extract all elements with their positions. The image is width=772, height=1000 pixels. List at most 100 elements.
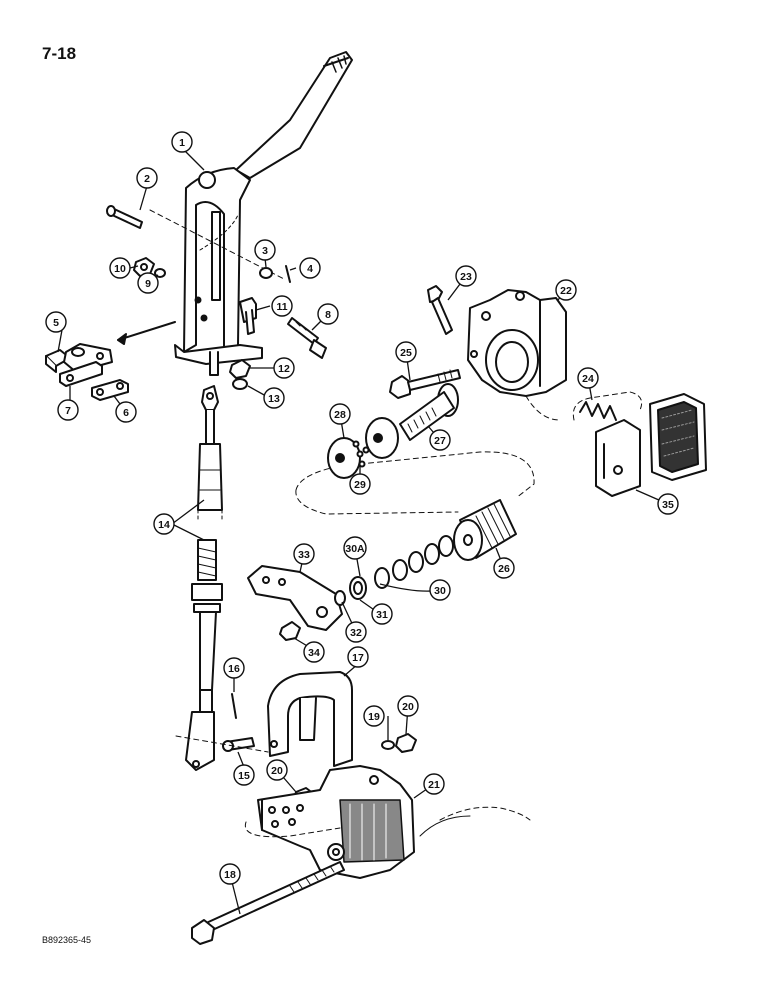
- callout-18: 18: [219, 863, 241, 885]
- callout-17: 17: [347, 646, 369, 668]
- callout-circle: [577, 367, 599, 389]
- washer-13: [232, 378, 248, 390]
- callout-28: 28: [329, 403, 351, 425]
- caliper-yoke-17: [267, 671, 353, 767]
- callout-label: 12: [278, 363, 290, 375]
- callout-label: 28: [334, 409, 346, 421]
- callout-label: 20: [402, 701, 414, 713]
- bolt-25: [389, 369, 461, 399]
- callout-15: 15: [233, 764, 255, 786]
- callout-8: 8: [317, 303, 339, 325]
- callout-4: 4: [299, 257, 321, 279]
- callout-label: 14: [158, 519, 170, 531]
- callout-label: 1: [179, 137, 185, 149]
- cotter-pin-4: [285, 265, 291, 283]
- callout-3: 3: [254, 239, 276, 261]
- brake-cable-14: [185, 385, 223, 771]
- callout-circle: [395, 341, 417, 363]
- callout-circle: [429, 579, 451, 601]
- callout-circle: [493, 557, 515, 579]
- callout-14: 14: [153, 513, 175, 535]
- shims-30: [374, 535, 454, 589]
- callout-label: 13: [268, 393, 280, 405]
- callout-circle: [363, 705, 385, 727]
- callout-circle: [345, 621, 367, 643]
- callout-label: 2: [144, 173, 150, 185]
- actuating-lever-33: [247, 565, 343, 631]
- callout-circle: [233, 764, 255, 786]
- callout-label: 30: [434, 585, 446, 597]
- callout-label: 32: [350, 627, 362, 639]
- callout-31: 31: [371, 603, 393, 625]
- callout-circle: [397, 695, 419, 717]
- callout-layer: 1234567891011121314151617181920202122232…: [45, 131, 679, 885]
- callout-6: 6: [115, 401, 137, 423]
- callout-21: 21: [423, 773, 445, 795]
- callout-35: 35: [657, 493, 679, 515]
- washer-19: [381, 740, 395, 750]
- plate-6: [91, 379, 129, 401]
- callout-label: 30A: [345, 543, 365, 555]
- callout-20a: 20: [397, 695, 419, 717]
- callout-circle: [349, 473, 371, 495]
- callout-32: 32: [345, 621, 367, 643]
- callout-circle: [423, 773, 445, 795]
- nut-20-upper: [395, 733, 417, 753]
- callout-label: 5: [53, 317, 59, 329]
- callout-circle: [555, 279, 577, 301]
- callout-circle: [303, 641, 325, 663]
- callout-label: 19: [368, 711, 380, 723]
- adjuster-26: [453, 499, 517, 561]
- callout-circle: [137, 272, 159, 294]
- callout-5: 5: [45, 311, 67, 333]
- callout-label: 8: [325, 309, 331, 321]
- callout-label: 21: [428, 779, 440, 791]
- callout-10: 10: [109, 257, 131, 279]
- washer-31: [349, 576, 367, 600]
- bolt-8: [287, 317, 327, 359]
- callout-circle: [343, 536, 367, 560]
- reference-code: B892365-45: [42, 935, 92, 945]
- callout-circle: [153, 513, 175, 535]
- callout-label: 35: [662, 499, 674, 511]
- callout-label: 25: [400, 347, 412, 359]
- clevis-pin-15: [222, 737, 255, 752]
- callout-circle: [293, 543, 315, 565]
- callout-label: 9: [145, 278, 151, 290]
- callout-label: 18: [224, 869, 236, 881]
- callout-circle: [57, 399, 79, 421]
- callout-label: 33: [298, 549, 310, 561]
- callout-2: 2: [136, 167, 158, 189]
- nut-34: [279, 621, 301, 641]
- callout-12: 12: [273, 357, 295, 379]
- callout-circle: [223, 657, 245, 679]
- callout-19: 19: [363, 705, 385, 727]
- callout-label: 23: [460, 271, 472, 283]
- callout-25: 25: [395, 341, 417, 363]
- callout-7: 7: [57, 399, 79, 421]
- callout-label: 27: [434, 435, 446, 447]
- callout-circle: [329, 403, 351, 425]
- spline-shaft-27: [399, 383, 459, 441]
- callout-circle: [455, 265, 477, 287]
- callout-circle: [273, 357, 295, 379]
- callout-circle: [299, 257, 321, 279]
- nut-12: [229, 359, 251, 379]
- bolt-23: [427, 285, 453, 335]
- callout-label: 17: [352, 652, 364, 664]
- callout-1: 1: [171, 131, 193, 153]
- callout-label: 16: [228, 663, 240, 675]
- callout-circle: [45, 311, 67, 333]
- callout-34: 34: [303, 641, 325, 663]
- callout-label: 20: [271, 765, 283, 777]
- callout-circle: [347, 646, 369, 668]
- callout-circle: [254, 239, 276, 261]
- callout-label: 4: [307, 263, 313, 275]
- callout-11: 11: [271, 295, 293, 317]
- callout-30a: 30A: [343, 536, 367, 560]
- bolt-11: [239, 297, 257, 335]
- callout-9: 9: [137, 272, 159, 294]
- callout-13: 13: [263, 387, 285, 409]
